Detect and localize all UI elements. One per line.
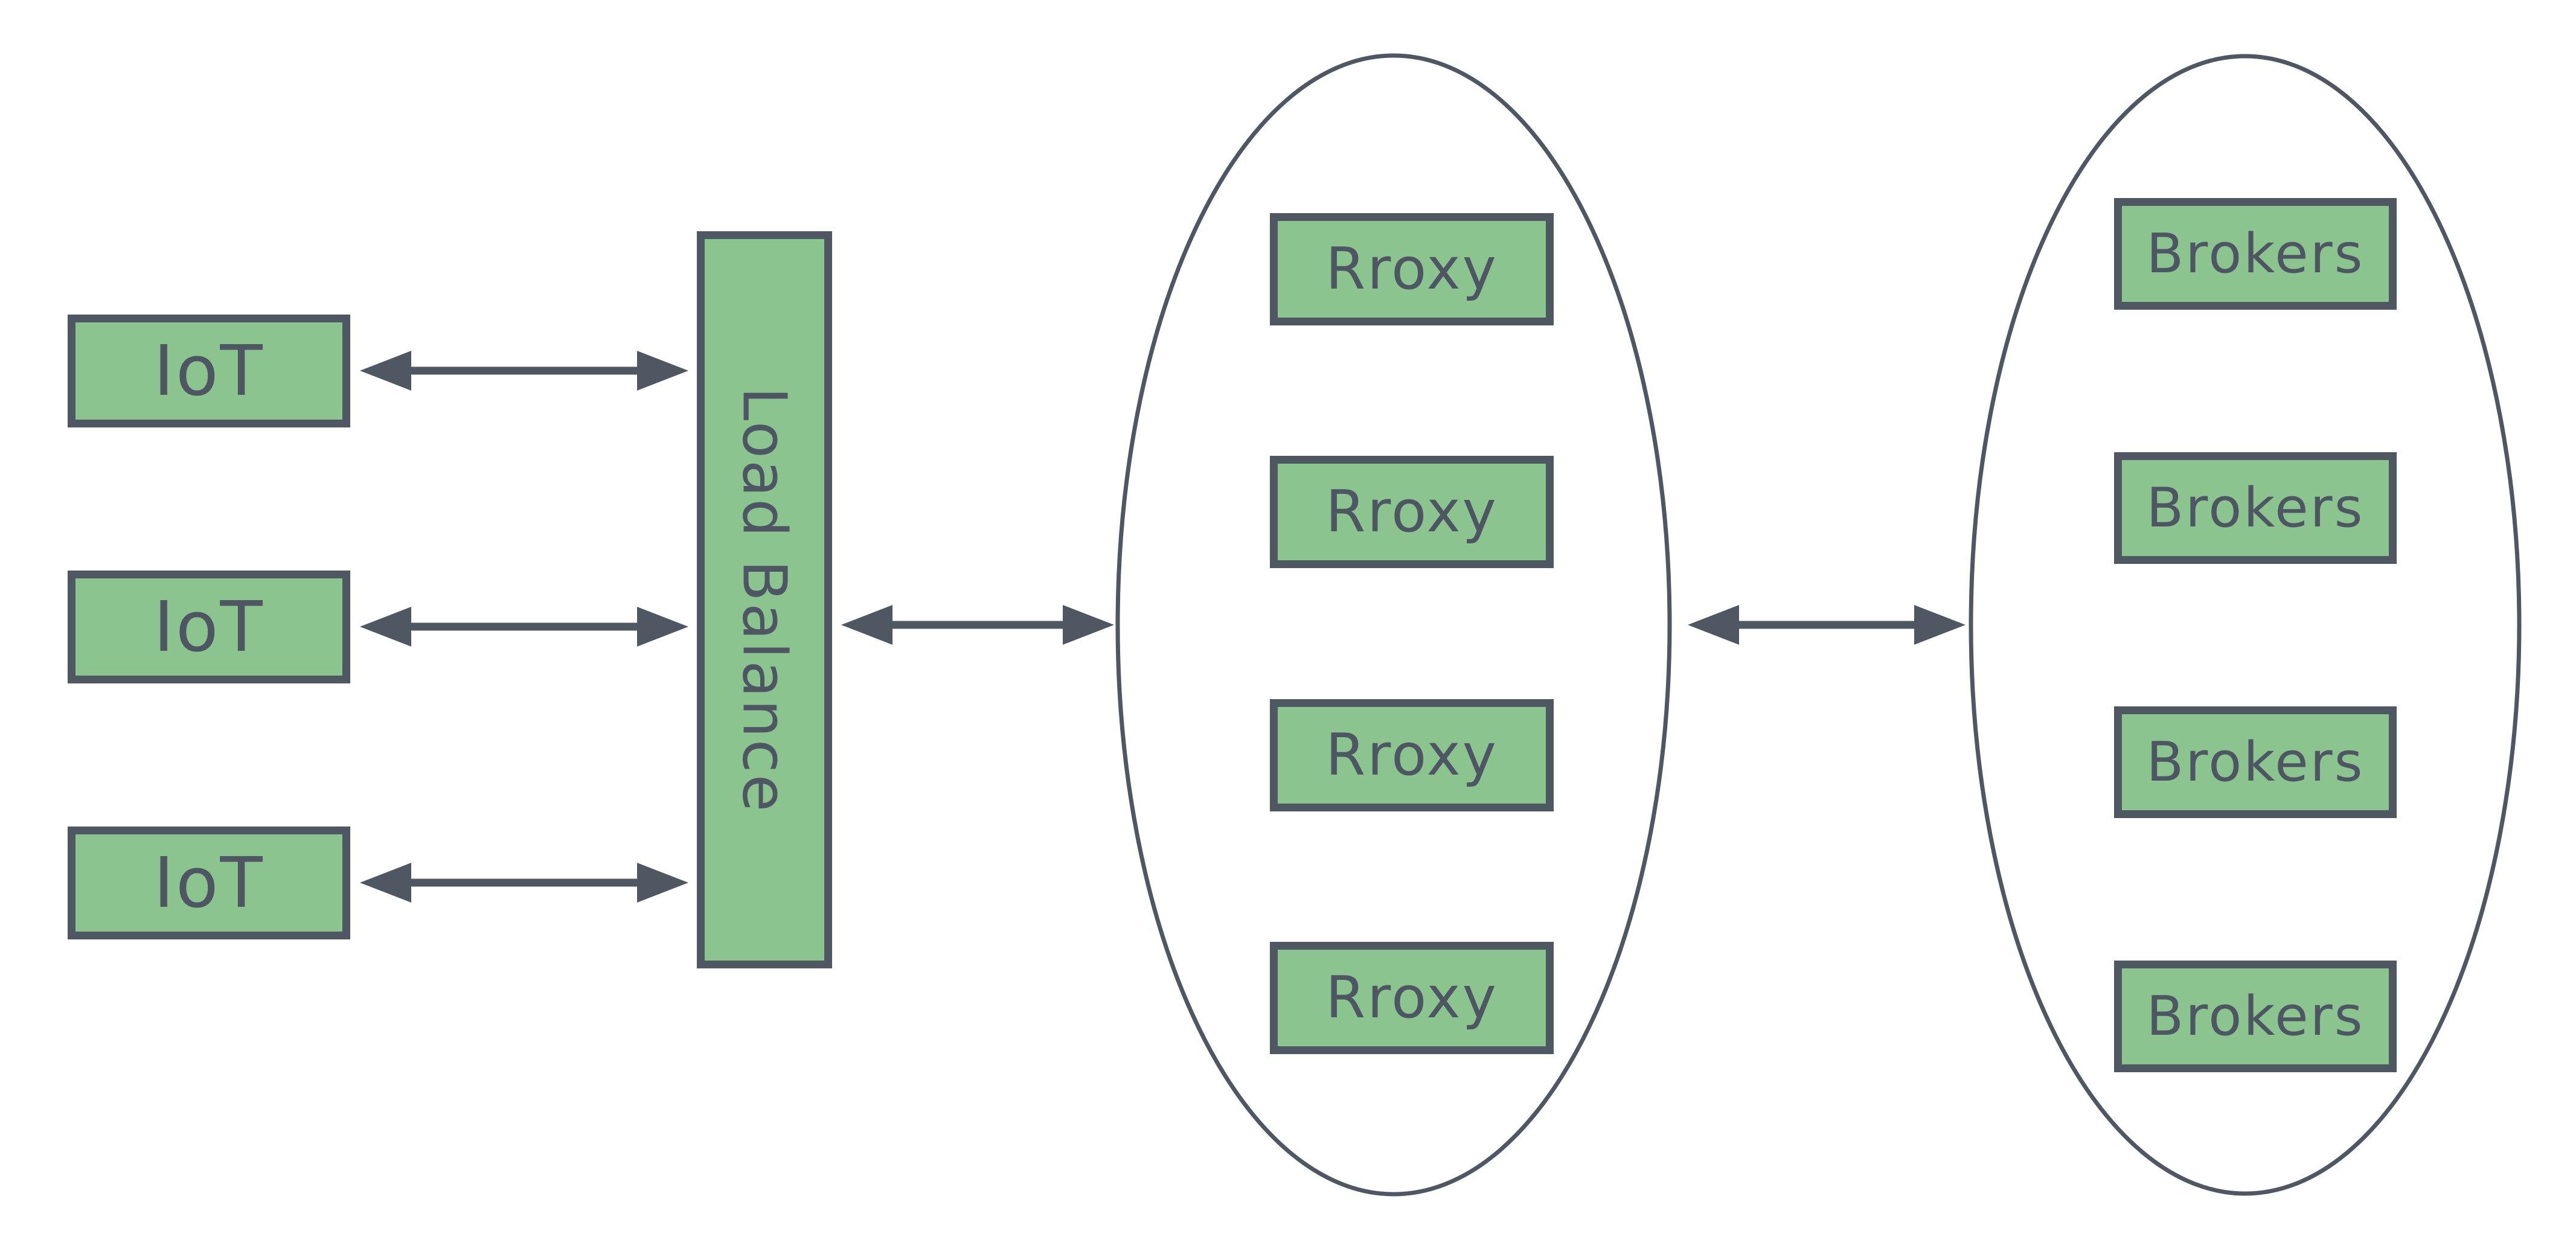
broker-node-2: Brokers	[2114, 452, 2397, 564]
arrow-iot2-loadbalance	[360, 607, 688, 647]
broker-node-4: Brokers	[2114, 961, 2397, 1072]
broker-cluster-ellipse	[1969, 54, 2522, 1196]
iot-node-3-label: IoT	[153, 842, 264, 924]
iot-node-1-label: IoT	[153, 330, 264, 412]
broker-node-2-label: Brokers	[2146, 476, 2365, 540]
arrow-proxycluster-brokercluster	[1688, 605, 1966, 645]
load-balancer-node: Load Balance	[697, 231, 832, 968]
arrow-iot1-loadbalance	[360, 351, 688, 391]
iot-node-1: IoT	[68, 315, 350, 427]
arrow-iot3-loadbalance	[360, 863, 688, 903]
proxy-node-2-label: Rroxy	[1325, 479, 1498, 545]
broker-node-3: Brokers	[2114, 706, 2397, 818]
proxy-node-1-label: Rroxy	[1325, 236, 1498, 302]
broker-node-1-label: Brokers	[2146, 222, 2365, 286]
proxy-node-2: Rroxy	[1270, 456, 1554, 568]
iot-node-3: IoT	[68, 827, 350, 939]
iot-node-2-label: IoT	[153, 586, 264, 668]
proxy-cluster-ellipse	[1115, 53, 1672, 1197]
proxy-node-1: Rroxy	[1270, 213, 1554, 325]
broker-node-3-label: Brokers	[2146, 731, 2365, 794]
proxy-node-4-label: Rroxy	[1325, 965, 1498, 1031]
arrow-loadbalance-proxycluster	[841, 605, 1114, 645]
broker-node-1: Brokers	[2114, 198, 2397, 310]
iot-node-2: IoT	[68, 571, 350, 683]
broker-node-4-label: Brokers	[2146, 985, 2365, 1048]
proxy-node-4: Rroxy	[1270, 942, 1554, 1054]
proxy-node-3-label: Rroxy	[1325, 722, 1498, 788]
proxy-node-3: Rroxy	[1270, 699, 1554, 811]
load-balancer-label: Load Balance	[729, 386, 800, 813]
